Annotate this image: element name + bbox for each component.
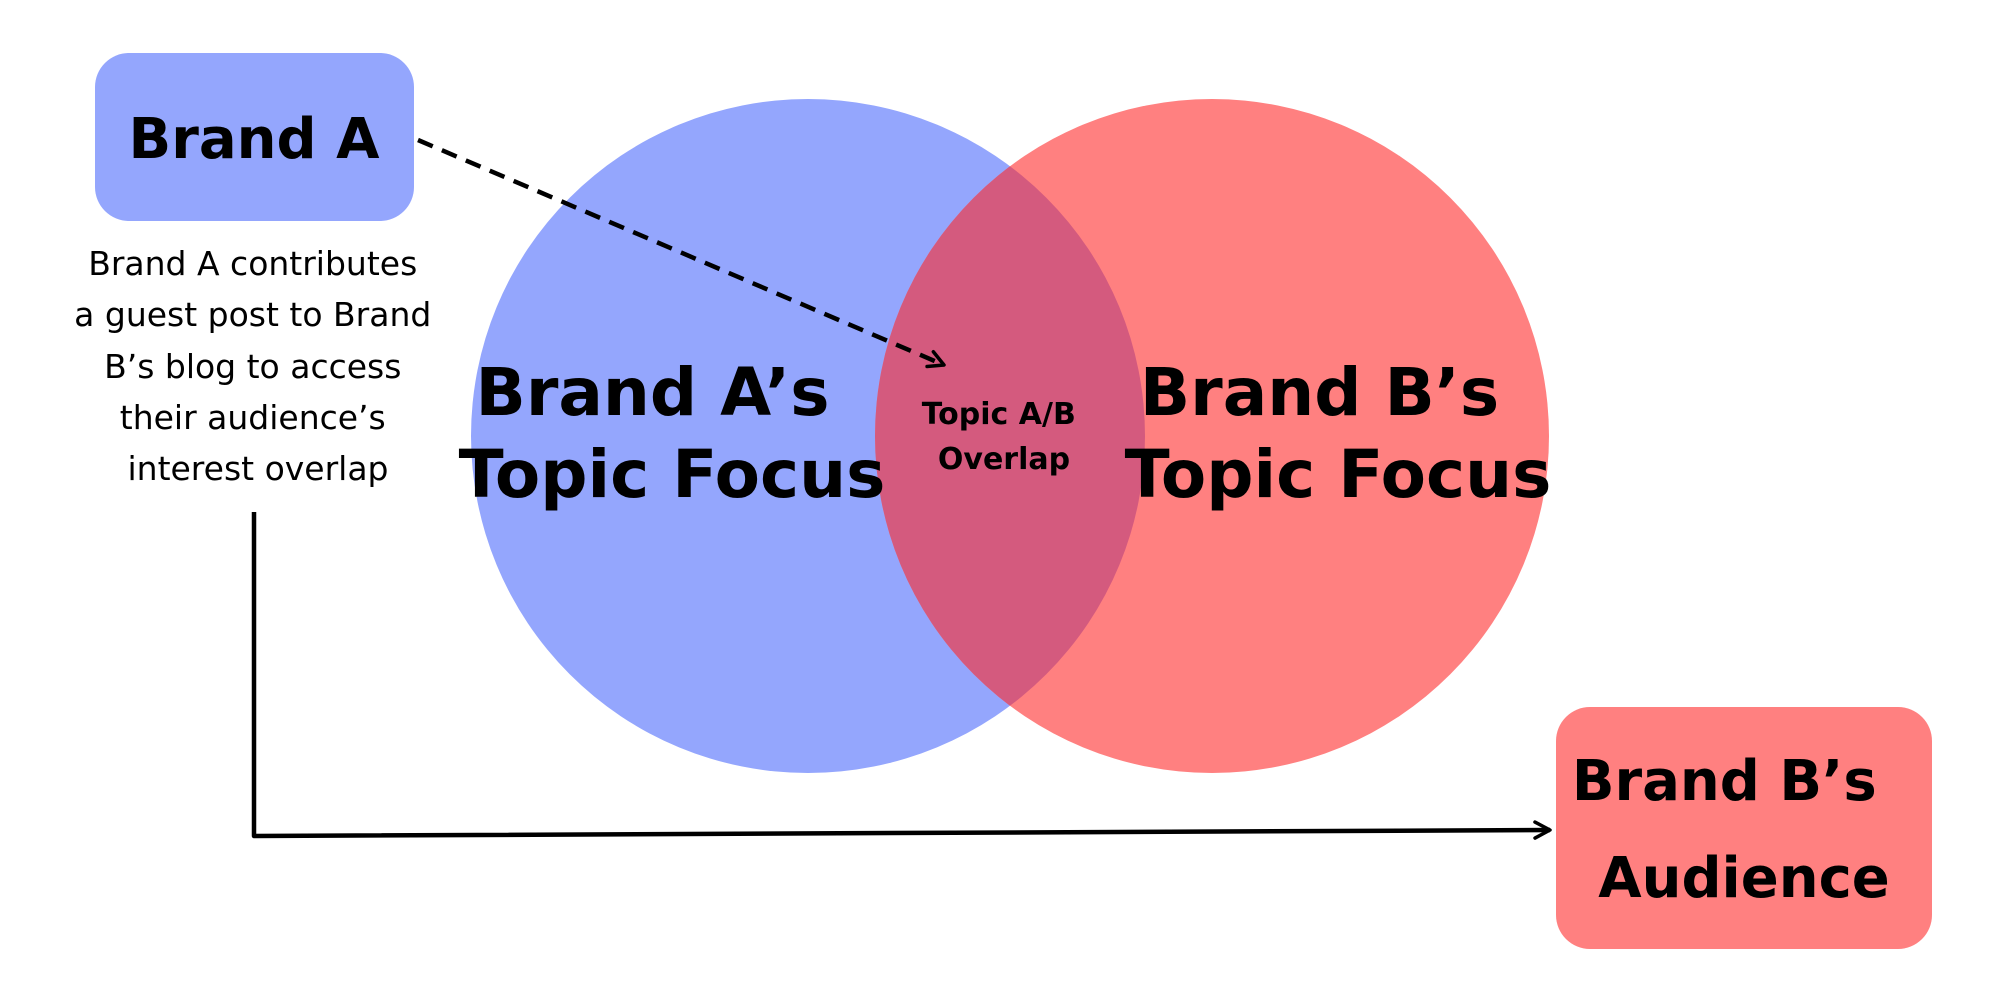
description-line: Brand A contributes xyxy=(88,244,417,283)
audience-label-line: Audience xyxy=(1598,846,1890,911)
solid-arrow-to-audience xyxy=(251,512,1552,840)
audience-label-line: Brand B’s xyxy=(1572,749,1877,814)
brand-a-description: Brand A contributes a guest post to Bran… xyxy=(74,244,442,488)
overlap-label-line: Overlap xyxy=(938,442,1070,477)
overlap-label-line: Topic A/B xyxy=(922,397,1076,432)
brand-a-box-label: Brand A xyxy=(129,107,381,172)
description-line: interest overlap xyxy=(127,449,388,488)
brand-a-topic-label-line: Topic Focus xyxy=(459,436,886,513)
overlap-label: Topic A/B Overlap xyxy=(922,397,1087,477)
description-line: B’s blog to access xyxy=(104,347,401,386)
topic-overlap-region xyxy=(875,99,1145,773)
brand-b-audience-box xyxy=(1556,707,1932,949)
brand-a-box xyxy=(95,53,414,221)
dashed-arrow-to-overlap xyxy=(417,137,946,369)
brand-a-topic-label-line: Brand A’s xyxy=(476,354,830,431)
brand-b-audience-label: Brand B’s Audience xyxy=(1572,749,1896,911)
brand-b-topic-label-line: Brand B’s xyxy=(1140,354,1499,431)
description-line: their audience’s xyxy=(120,398,386,437)
brand-a-topic-label: Brand A’s Topic Focus xyxy=(459,354,886,513)
brand-b-topic-label: Brand B’s Topic Focus xyxy=(1125,354,1552,513)
brand-b-topic-label-line: Topic Focus xyxy=(1125,436,1552,513)
description-line: a guest post to Brand xyxy=(74,295,431,334)
